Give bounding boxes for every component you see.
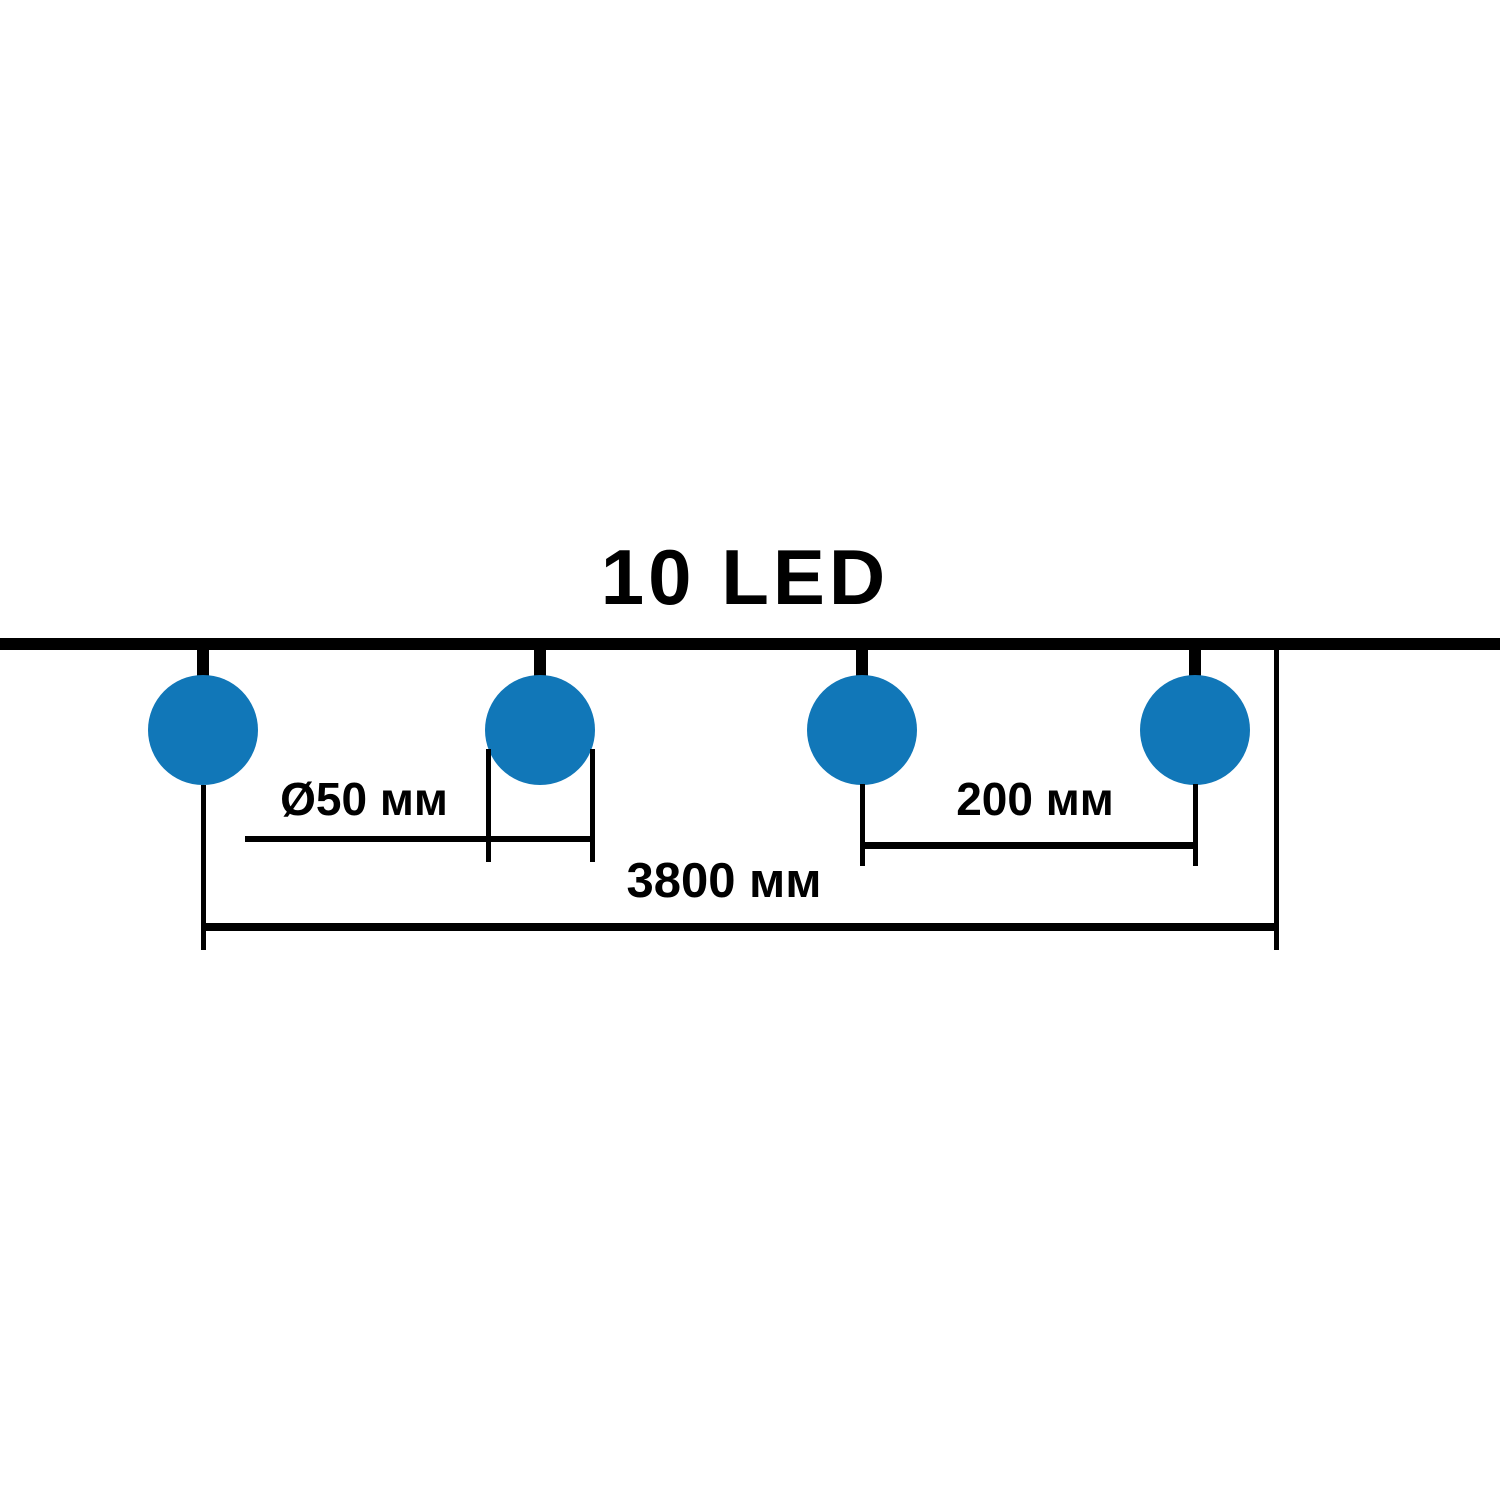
- bulb-stem: [197, 648, 209, 678]
- bulb-stem: [856, 648, 868, 678]
- total-length-dimension-line: [203, 923, 1278, 931]
- diameter-dimension-line: [245, 836, 595, 842]
- diameter-extension-line-right: [590, 749, 595, 862]
- spacing-extension-line-right: [1193, 784, 1198, 866]
- total-length-extension-line-right: [1274, 650, 1279, 950]
- total-length-label: 3800 мм: [626, 854, 822, 908]
- total-length-extension-line-left: [201, 785, 206, 950]
- diameter-extension-line-left: [486, 749, 491, 862]
- bulb-stem: [534, 648, 546, 678]
- bulb-stem: [1189, 648, 1201, 678]
- spacing-dimension-line: [862, 842, 1196, 849]
- diagram-title: 10 LED: [600, 533, 890, 621]
- led-bulb: [148, 675, 258, 785]
- led-bulb: [485, 675, 595, 785]
- led-bulb: [807, 675, 917, 785]
- spacing-extension-line-left: [860, 784, 865, 866]
- diameter-label: Ø50 мм: [280, 773, 448, 825]
- spacing-label: 200 мм: [956, 773, 1114, 825]
- string-wire: [0, 638, 1500, 650]
- led-bulb: [1140, 675, 1250, 785]
